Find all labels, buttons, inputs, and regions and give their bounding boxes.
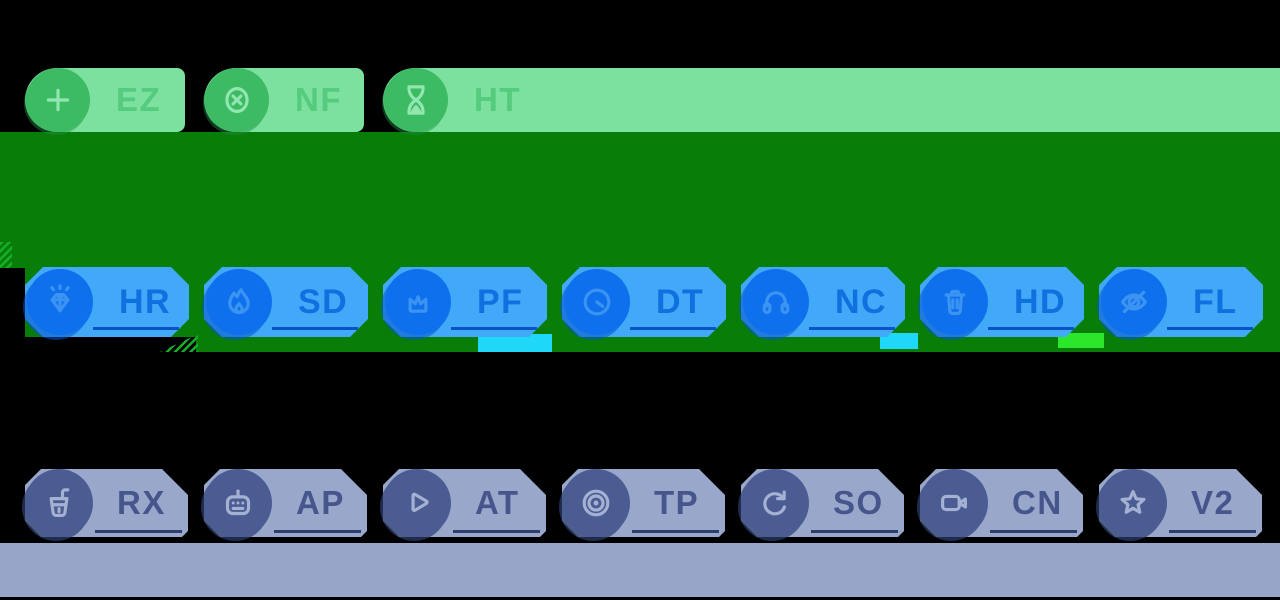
chip-label: SO xyxy=(833,484,884,521)
chip-underline xyxy=(1169,530,1256,533)
chip-pf[interactable]: PF xyxy=(383,267,547,337)
chip-icon-circle xyxy=(920,469,988,537)
chip-label: FL xyxy=(1193,282,1238,321)
chip-underline xyxy=(274,530,361,533)
chip-so[interactable]: SO xyxy=(741,469,904,537)
hourglass-icon xyxy=(395,79,437,121)
chip-dt[interactable]: DT xyxy=(562,267,726,337)
chip-underline xyxy=(451,327,537,330)
flame-icon xyxy=(218,281,260,323)
chip-ap[interactable]: AP xyxy=(204,469,367,537)
refresh-icon xyxy=(754,482,796,524)
glitch-stripes xyxy=(0,242,12,268)
chip-fl[interactable]: FL xyxy=(1099,267,1263,337)
headphones-icon xyxy=(755,281,797,323)
chip-icon-circle xyxy=(205,68,269,132)
chip-underline xyxy=(809,327,895,330)
chip-underline xyxy=(988,327,1074,330)
target-icon xyxy=(575,482,617,524)
chip-icon-circle xyxy=(204,469,272,537)
chip-icon-circle xyxy=(741,469,809,537)
chip-icon-circle xyxy=(384,68,448,132)
chip-label: PF xyxy=(477,282,524,321)
crown-icon xyxy=(397,281,439,323)
star-icon xyxy=(1112,482,1154,524)
chip-icon-circle xyxy=(1099,469,1167,537)
chip-icon-circle xyxy=(562,469,630,537)
glitch-artifact xyxy=(880,333,918,349)
chip-label: HR xyxy=(119,282,172,321)
chip-at[interactable]: AT xyxy=(383,469,546,537)
chip-underline xyxy=(630,327,716,330)
gauge-icon xyxy=(576,281,618,323)
chip-label: HD xyxy=(1014,282,1067,321)
chip-icon-circle xyxy=(206,269,272,335)
chip-underline xyxy=(93,327,179,330)
chip-underline xyxy=(95,530,182,533)
chip-label: TP xyxy=(654,484,700,521)
chip-label: SD xyxy=(298,282,349,321)
chip-label: HT xyxy=(474,81,521,118)
chip-hd[interactable]: HD xyxy=(920,267,1084,337)
eye-off-icon xyxy=(1113,281,1155,323)
chip-hr[interactable]: HR xyxy=(25,267,189,337)
glitch-artifact xyxy=(1058,333,1104,348)
diamond-icon xyxy=(39,281,81,323)
chip-underline xyxy=(1167,327,1253,330)
chip-ez[interactable]: EZ xyxy=(25,68,185,132)
chip-underline xyxy=(811,530,898,533)
chip-underline xyxy=(453,530,540,533)
chip-label: AP xyxy=(296,484,345,521)
chip-icon-circle xyxy=(1101,269,1167,335)
cup-icon xyxy=(38,482,80,524)
chip-label: CN xyxy=(1012,484,1063,521)
chip-label: V2 xyxy=(1191,484,1235,521)
chip-underline xyxy=(990,530,1077,533)
chip-icon-circle xyxy=(922,269,988,335)
trash-icon xyxy=(934,281,976,323)
chip-label: EZ xyxy=(116,81,162,118)
chip-rx[interactable]: RX xyxy=(25,469,188,537)
chip-label: RX xyxy=(117,484,166,521)
chip-underline xyxy=(632,530,719,533)
chip-icon-circle xyxy=(26,68,90,132)
robot-icon xyxy=(217,482,259,524)
chip-icon-circle xyxy=(743,269,809,335)
play-icon xyxy=(396,482,438,524)
chip-tp[interactable]: TP xyxy=(562,469,725,537)
chip-nf[interactable]: NF xyxy=(204,68,364,132)
chip-nc[interactable]: NC xyxy=(741,267,905,337)
chip-background xyxy=(383,68,1280,132)
x-circle-icon xyxy=(216,79,258,121)
chip-icon-circle xyxy=(27,269,93,335)
chip-label: DT xyxy=(656,282,705,321)
chip-icon-circle xyxy=(383,469,451,537)
camera-icon xyxy=(933,482,975,524)
glitch-artifact xyxy=(478,334,552,352)
chip-label: NF xyxy=(295,81,342,118)
chip-icon-circle xyxy=(385,269,451,335)
chip-label: NC xyxy=(835,282,888,321)
chip-icon-circle xyxy=(25,469,93,537)
chip-label: AT xyxy=(475,484,520,521)
plus-icon xyxy=(37,79,79,121)
background-patch xyxy=(0,337,196,352)
chip-icon-circle xyxy=(564,269,630,335)
chip-sd[interactable]: SD xyxy=(204,267,368,337)
chip-ht[interactable]: HT xyxy=(383,68,1280,132)
chip-cn[interactable]: CN xyxy=(920,469,1083,537)
gray-track-band xyxy=(0,543,1280,597)
chip-v2[interactable]: V2 xyxy=(1099,469,1262,537)
chip-underline xyxy=(272,327,358,330)
